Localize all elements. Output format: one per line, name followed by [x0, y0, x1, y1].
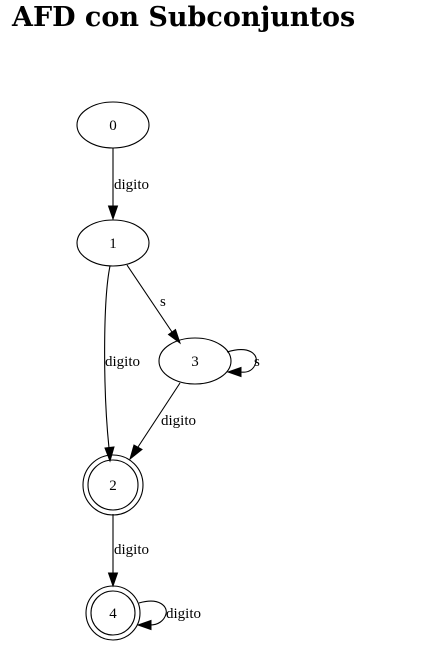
edge-0-to-1: digito [107, 148, 149, 221]
state-node-2-accepting: 2 [82, 454, 144, 516]
state-node-1: 1 [76, 219, 150, 267]
edge-label-0-1: digito [114, 177, 149, 193]
state-label-0: 0 [109, 118, 117, 134]
edge-3-to-3: s [226, 349, 260, 378]
state-node-4-accepting: 4 [85, 585, 141, 641]
edge-1-to-2: digito [104, 265, 140, 463]
state-label-1: 1 [109, 236, 117, 252]
state-label-3: 3 [191, 354, 199, 370]
edge-label-3-3: s [254, 354, 260, 370]
edge-label-1-2: digito [105, 354, 140, 370]
state-node-0: 0 [76, 101, 150, 149]
edge-4-to-4: digito [136, 600, 201, 631]
edge-label-2-4: digito [114, 542, 149, 558]
edge-2-to-4: digito [107, 514, 149, 588]
edge-label-1-3: s [160, 294, 166, 310]
edge-1-to-3: s [126, 264, 181, 345]
state-label-2: 2 [109, 478, 117, 494]
state-node-3: 3 [158, 337, 232, 385]
edge-label-4-4: digito [166, 606, 201, 622]
edge-3-to-2: digito [129, 382, 196, 461]
edge-label-3-2: digito [161, 413, 196, 429]
state-label-4: 4 [109, 606, 117, 622]
page-title: AFD con Subconjuntos [12, 2, 356, 33]
